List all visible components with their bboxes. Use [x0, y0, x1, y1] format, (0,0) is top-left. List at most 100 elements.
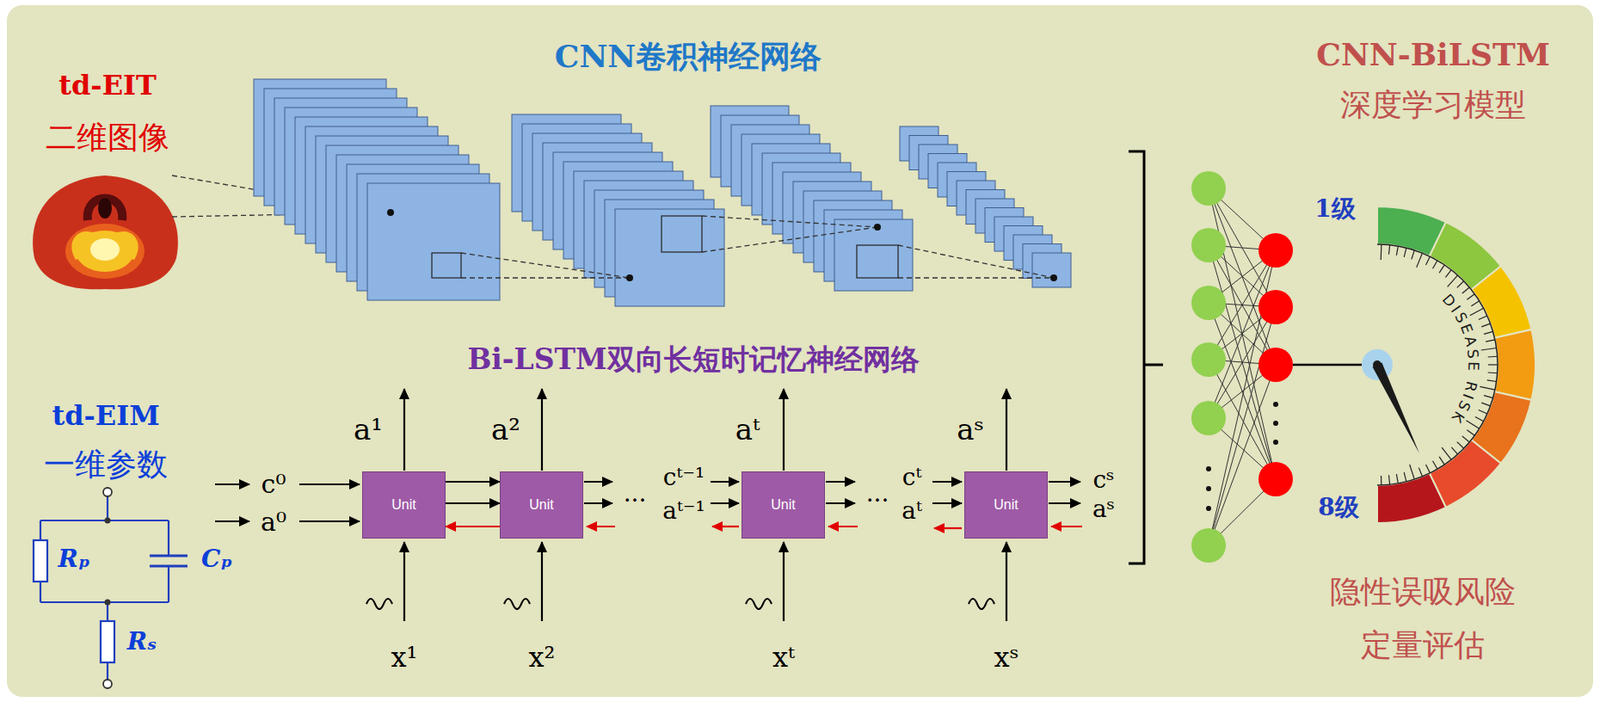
label: c⁰: [261, 469, 287, 499]
ellipsis-dot: [1206, 486, 1212, 492]
gauge-tick: [1462, 287, 1470, 294]
input-arrow: [1005, 541, 1008, 622]
arrow: [712, 525, 739, 528]
gauge-tick: [1488, 363, 1498, 365]
wire: [106, 662, 109, 680]
hidden-neuron: [1258, 461, 1293, 497]
gauge-tick: [1433, 260, 1439, 270]
gauge-tick: [1411, 250, 1415, 259]
junction: [104, 599, 111, 606]
arrow: [828, 525, 858, 528]
signal-wave: [745, 598, 772, 610]
output-link: [1292, 363, 1362, 367]
gauge-caption-text: DISEASE RISK: [1439, 290, 1484, 429]
arrow: [932, 502, 962, 505]
label: cᵗ⁻¹: [663, 464, 706, 492]
gauge-tick: [1483, 395, 1494, 399]
label: xᵗ: [772, 642, 795, 673]
signal-wave: [968, 598, 995, 610]
label: aᵗ: [735, 413, 761, 446]
dashed-line: [461, 252, 630, 278]
gauge-tick: [1483, 331, 1494, 334]
label: x²: [529, 642, 556, 673]
output-arrow: [782, 388, 785, 471]
hidden-neuron: [1258, 233, 1293, 268]
gauge-tick: [1466, 430, 1475, 436]
arrow: [934, 527, 962, 530]
label: Rₛ: [127, 628, 157, 656]
wire: [167, 520, 170, 556]
gauge-tick: [1396, 246, 1398, 256]
gauge-tick: [1396, 473, 1398, 484]
terminal: [103, 487, 112, 497]
dashed-line: [701, 215, 878, 228]
gauge-tick: [1462, 436, 1470, 443]
dot: [1050, 274, 1058, 282]
output-arrow: [1005, 388, 1008, 471]
label: ...: [866, 480, 890, 508]
gauge-tick: [1488, 356, 1498, 358]
gauge-tick: [1475, 417, 1484, 422]
wire: [167, 566, 170, 603]
gauge-caption: DISEASE RISK: [1439, 290, 1484, 429]
gauge-tick: [1426, 464, 1431, 474]
gauge-tick: [1447, 275, 1459, 287]
gauge-tick: [1481, 323, 1490, 327]
gauge-tick: [1445, 270, 1452, 278]
input-neuron: [1191, 342, 1226, 377]
arrow: [1051, 525, 1083, 528]
gauge-tick: [1481, 402, 1490, 407]
ellipsis-dot: [1273, 401, 1279, 407]
label: a⁰: [260, 507, 287, 536]
output-arrow: [403, 388, 406, 471]
gauge-tick: [1426, 256, 1431, 265]
label: CNN卷积神经网络: [554, 39, 822, 74]
nn-link: [1208, 364, 1276, 546]
input-neuron: [1191, 400, 1226, 436]
label: Bi-LSTM双向长短时记忆神经网络: [467, 344, 919, 376]
unit-label: Unit: [391, 497, 416, 513]
eit-body: [32, 175, 179, 290]
feature-map: [367, 183, 500, 301]
arrow: [710, 502, 739, 505]
kernel-window: [431, 252, 462, 278]
feature-map: [834, 219, 913, 291]
gauge-tick: [1478, 315, 1488, 320]
eit-halo: [65, 223, 145, 279]
arrow: [584, 502, 613, 505]
label: 8级: [1317, 494, 1359, 522]
needle-hub: [1361, 349, 1393, 381]
arrow: [215, 520, 250, 523]
arrow: [932, 480, 962, 483]
gauge-tick: [1403, 247, 1407, 258]
input-neuron: [1191, 171, 1226, 206]
gauge-tick: [1433, 461, 1439, 470]
hidden-neuron: [1258, 289, 1293, 325]
needle-pin: [1372, 360, 1382, 370]
gauge-tick: [1388, 474, 1390, 485]
arrow: [1048, 480, 1081, 483]
dot: [626, 274, 634, 282]
label: ...: [623, 480, 647, 508]
label: 二维图像: [45, 120, 170, 155]
gauge-tick: [1465, 420, 1479, 430]
dashed-line: [898, 276, 1054, 278]
gauge-tick: [1439, 264, 1445, 273]
label: 隐性误吸风险: [1329, 574, 1516, 610]
input-arrow: [403, 541, 406, 622]
gauge-tick: [1478, 409, 1488, 413]
dashed-line: [898, 245, 1054, 278]
kernel-window: [661, 215, 702, 253]
lstm-unit: Unit: [362, 471, 446, 539]
label: CNN-BiLSTM: [1316, 37, 1550, 73]
dot: [387, 209, 394, 216]
kernel-window: [856, 245, 899, 278]
label: cᵗ: [902, 464, 923, 492]
label: aˢ: [1092, 496, 1115, 524]
junction: [104, 517, 111, 524]
label: 一维参数: [43, 447, 168, 482]
gauge-tick: [1380, 244, 1383, 260]
dashed-line: [461, 276, 630, 278]
gauge-tick: [1487, 380, 1497, 382]
gauge-tick: [1418, 467, 1422, 477]
